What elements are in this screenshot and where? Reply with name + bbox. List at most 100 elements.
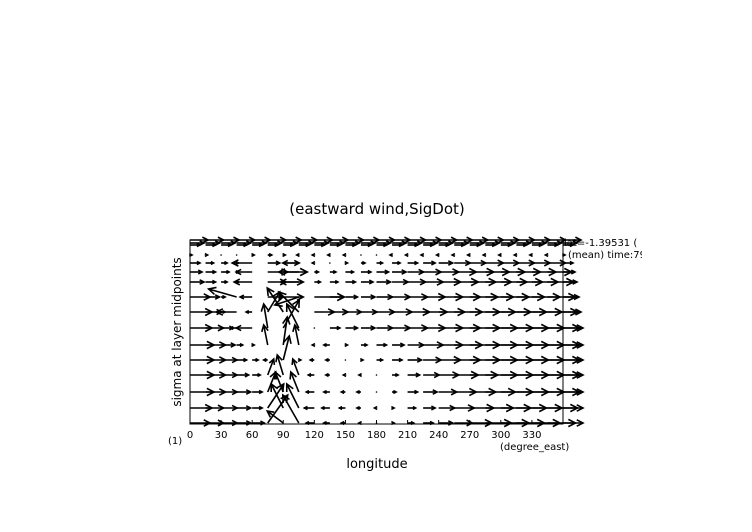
vector-arrow	[252, 420, 266, 426]
vector-arrow	[516, 259, 537, 267]
vector-arrow	[454, 419, 474, 427]
vector-arrow	[392, 278, 410, 286]
vector-arrow	[391, 405, 396, 411]
vector-arrow	[376, 279, 393, 285]
vector-arrow	[547, 236, 568, 244]
x-tick-label: 150	[336, 430, 355, 441]
vector-arrow	[345, 294, 360, 300]
vector-arrow	[392, 269, 408, 275]
x-tick-label: 30	[215, 430, 228, 441]
vector-arrow	[190, 242, 202, 248]
vector-arrow	[314, 240, 331, 246]
vector-arrow	[282, 334, 292, 361]
annotation-lat: lat=-1.39531 (	[564, 238, 637, 249]
vector-arrow	[236, 372, 251, 378]
vector-arrow	[360, 260, 367, 266]
vector-arrow	[281, 315, 291, 346]
vector-arrow	[279, 278, 299, 286]
vector-arrow	[285, 382, 300, 409]
vector-arrow	[376, 269, 391, 275]
vector-arrow	[500, 259, 521, 267]
vector-arrow	[273, 370, 284, 393]
x-axis-label: longitude	[346, 457, 407, 472]
vector-arrow	[252, 372, 262, 378]
vector-arrow	[454, 236, 474, 244]
vector-arrow	[283, 236, 304, 244]
vector-arrow	[423, 242, 435, 248]
vector-arrow	[261, 323, 269, 346]
x-tick-label: 0	[187, 430, 193, 441]
vector-arrow	[277, 290, 300, 313]
x-tick-label: 270	[460, 430, 479, 441]
vector-arrow	[314, 269, 321, 275]
vector-arrow	[302, 405, 315, 411]
vector-arrow	[376, 342, 389, 348]
vector-arrow	[283, 293, 306, 301]
vector-arrow	[376, 242, 389, 248]
vector-arrow	[423, 371, 441, 379]
vector-arrow	[236, 389, 253, 395]
vector-arrow	[563, 356, 585, 364]
vector-arrow	[345, 240, 362, 246]
vector-arrow	[500, 236, 521, 244]
vector-arrow	[485, 242, 498, 248]
vector-arrow	[450, 252, 456, 258]
vector-arrow	[339, 389, 346, 395]
vector-arrow	[221, 404, 239, 412]
vector-arrow	[314, 236, 335, 244]
vector-arrow	[423, 236, 443, 244]
vector-arrow	[205, 242, 218, 248]
vector-arrow	[291, 357, 300, 376]
vector-arrow	[329, 242, 342, 248]
vector-arrow	[206, 286, 237, 298]
vector-arrow	[500, 242, 513, 248]
vector-arrow	[563, 242, 575, 248]
vector-arrow	[304, 389, 315, 395]
y-units-label: (1)	[168, 436, 182, 447]
vector-arrow	[252, 240, 268, 246]
vector-arrow	[298, 242, 311, 248]
vector-arrow	[221, 342, 237, 348]
vector-arrow	[403, 252, 409, 258]
vector-arrow	[190, 236, 210, 244]
vector-arrow	[391, 420, 396, 426]
vector-arrow	[407, 405, 418, 411]
vector-arrow	[438, 236, 459, 244]
vector-arrow	[204, 252, 210, 258]
vector-arrow	[190, 260, 202, 266]
vector-arrow	[392, 242, 404, 248]
vector-arrow	[251, 342, 256, 348]
vector-arrow	[190, 269, 204, 275]
vector-arrow	[407, 268, 426, 276]
vector-arrow	[485, 259, 506, 267]
vector-arrow	[516, 236, 537, 244]
vector-arrow	[205, 260, 216, 266]
vector-arrow	[407, 236, 428, 244]
vector-arrow	[469, 240, 486, 246]
vector-arrow	[205, 240, 222, 246]
vector-arrow	[360, 342, 369, 348]
vector-arrow	[481, 252, 487, 258]
vector-arrow	[392, 240, 408, 246]
vector-arrow	[357, 420, 362, 426]
vector-arrow	[376, 324, 395, 332]
vector-arrow	[236, 420, 253, 426]
vector-arrow	[376, 357, 385, 363]
vector-arrow	[563, 419, 585, 427]
vector-arrow	[221, 269, 231, 275]
vector-arrow	[329, 269, 338, 275]
vector-arrow	[306, 372, 315, 378]
vector-arrow	[359, 357, 365, 363]
vector-arrow	[297, 357, 303, 363]
vector-arrow	[221, 240, 237, 246]
vector-arrow	[563, 388, 585, 396]
vector-arrow	[313, 327, 316, 329]
vector-arrow	[310, 342, 316, 348]
vector-arrow	[407, 372, 422, 378]
vector-arrow	[516, 240, 533, 246]
vector-arrow	[310, 252, 316, 258]
vector-arrow	[360, 279, 375, 285]
vector-arrow	[190, 240, 206, 246]
vector-arrow	[310, 260, 316, 266]
vector-arrow	[234, 324, 253, 332]
